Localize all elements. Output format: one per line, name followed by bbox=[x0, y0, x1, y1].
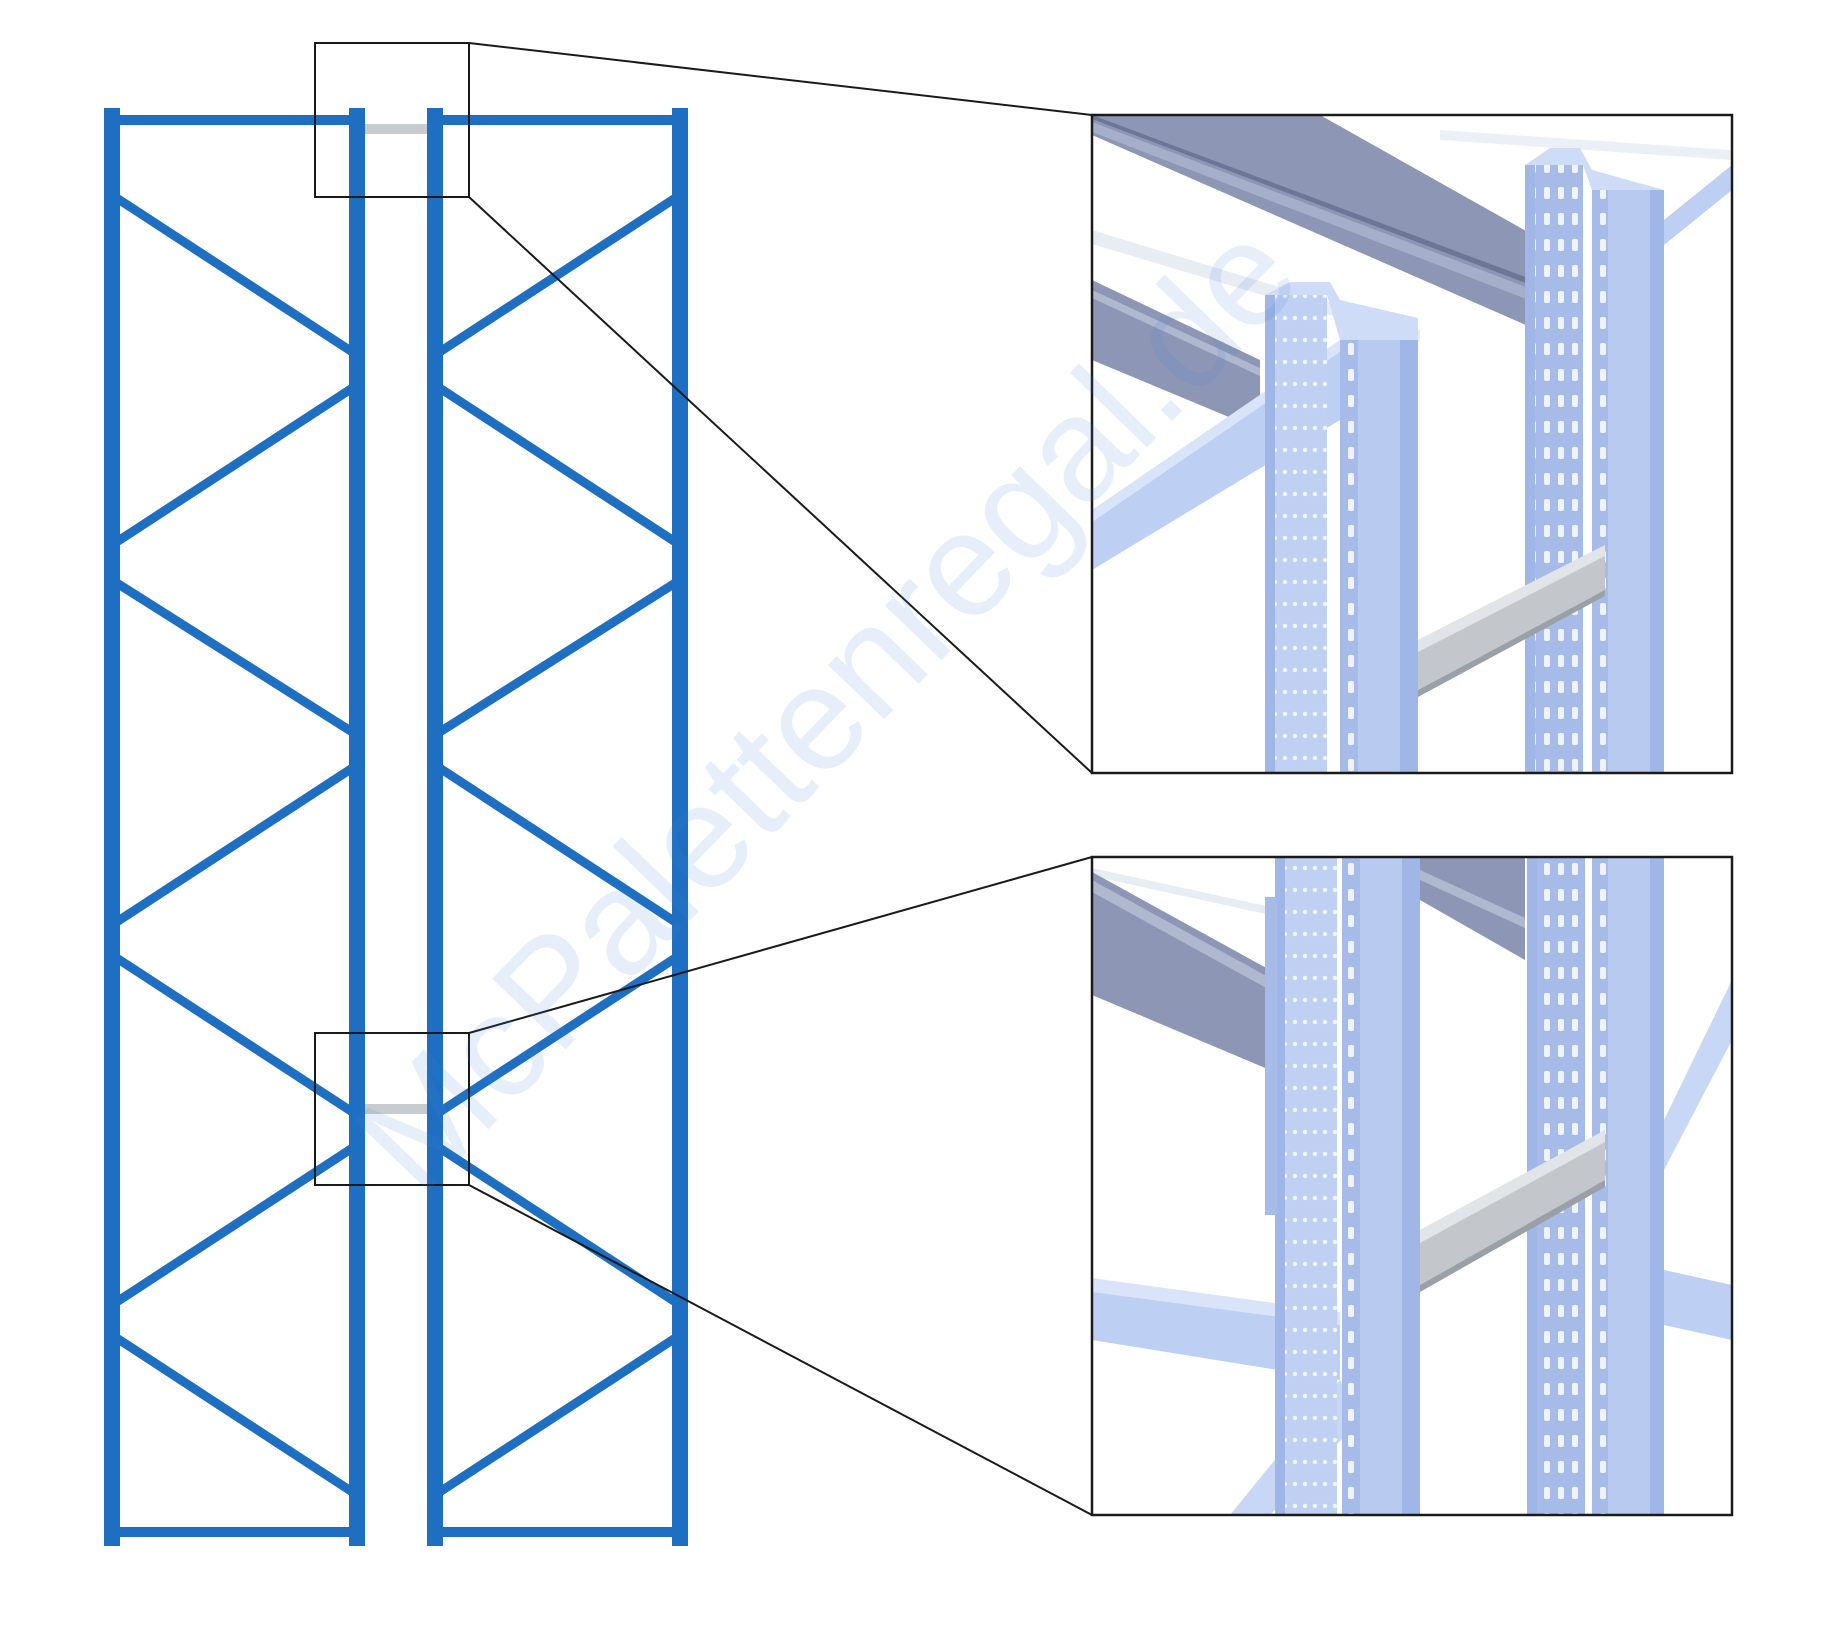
mid-leader-line-upper bbox=[468, 856, 1093, 1034]
mid-zoom-box bbox=[314, 1032, 470, 1186]
left-upright-back-lower bbox=[1275, 857, 1337, 1515]
right-upright-frame-diagonal-2 bbox=[428, 573, 687, 742]
row-spacer-detail-top bbox=[1418, 545, 1605, 690]
row-spacer-detail-bottom bbox=[1420, 1130, 1605, 1285]
right-upright-frame-diagonal-5 bbox=[428, 1138, 687, 1312]
top-zoom-box bbox=[314, 42, 470, 198]
left-upright-frame-diagonal-5 bbox=[105, 1138, 364, 1312]
mid-leader-line-lower bbox=[468, 1184, 1093, 1516]
mid-row-spacer bbox=[365, 1104, 427, 1114]
top-detail-view bbox=[1092, 115, 1732, 773]
left-upright-frame-diagonal-3 bbox=[105, 758, 364, 932]
right-upright-frame-diagonal-0 bbox=[428, 188, 687, 362]
right-upright-frame-diagonal-4 bbox=[428, 948, 687, 1122]
pallet-beam-left-lower bbox=[1092, 872, 1270, 1070]
right-upright-frame-diagonal-6 bbox=[428, 1328, 687, 1502]
top-leader-line-lower bbox=[468, 196, 1093, 774]
top-leader-line-upper bbox=[468, 42, 1093, 116]
right-upright-frame-diagonal-1 bbox=[428, 378, 687, 552]
left-upright-frame-diagonal-6 bbox=[105, 1328, 364, 1502]
left-upright-frame-diagonal-4 bbox=[105, 948, 364, 1122]
bottom-detail-view bbox=[1092, 857, 1732, 1515]
top-row-spacer bbox=[365, 124, 427, 134]
left-upright-frame-diagonal-2 bbox=[105, 573, 364, 742]
right-upright-frame-diagonal-3 bbox=[428, 758, 687, 932]
left-upright-frame-diagonal-1 bbox=[105, 378, 364, 552]
left-upright-frame-diagonal-0 bbox=[105, 188, 364, 362]
rack-elevation bbox=[104, 108, 688, 1546]
left-upright-back bbox=[1265, 295, 1327, 773]
